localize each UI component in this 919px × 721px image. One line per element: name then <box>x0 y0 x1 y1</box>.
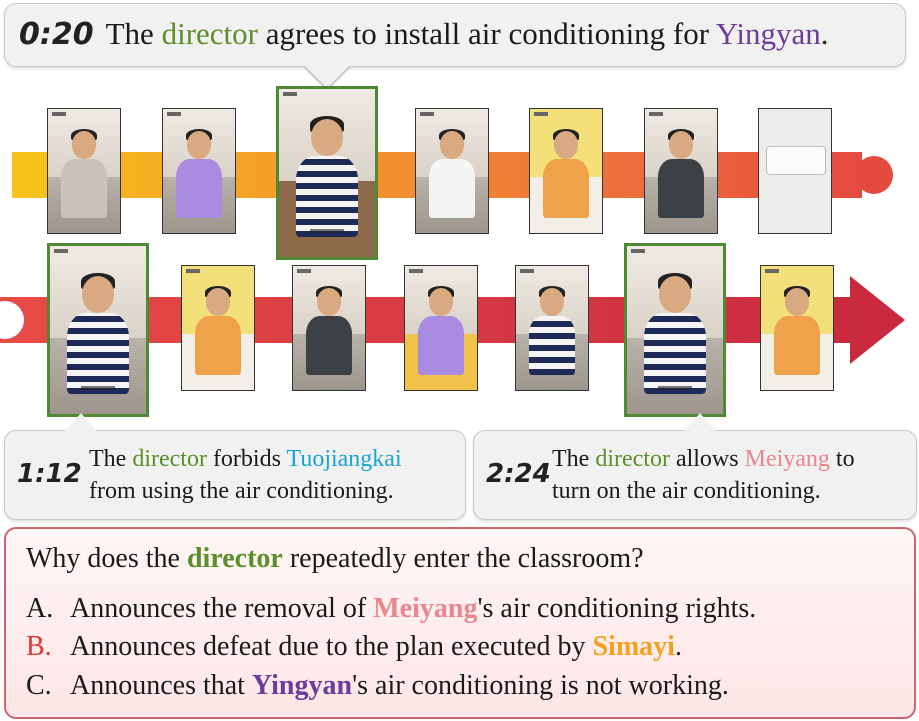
video-frame <box>515 265 589 391</box>
timestamp-1-12: 1:12 <box>17 459 82 489</box>
video-frame <box>644 108 718 234</box>
yingyan-name: Yingyan <box>715 16 821 51</box>
text-segment: Announces that <box>70 670 252 701</box>
tuojiangkai-name: Tuojiangkai <box>286 446 402 472</box>
video-frame-highlighted <box>276 86 378 260</box>
option-letter-correct: B. <box>26 631 52 662</box>
option-a[interactable]: A. Announces the removal of Meiyang's air… <box>26 593 756 625</box>
text-segment: Announces defeat due to the plan execute… <box>70 631 593 662</box>
right-event-text: The director allows Meiyang to turn on t… <box>552 443 855 507</box>
text-segment: agrees to install air conditioning for <box>257 16 716 51</box>
question-text: Why does the director repeatedly enter t… <box>26 543 644 575</box>
video-frame <box>181 265 255 391</box>
video-frame-highlighted <box>47 243 149 417</box>
video-frame <box>292 265 366 391</box>
option-letter: C. <box>26 670 52 701</box>
left-event-callout: 1:12 The director forbids Tuojiangkai fr… <box>4 413 466 520</box>
director-name: director <box>595 446 670 472</box>
text-segment: 's air conditioning rights. <box>477 593 757 624</box>
yingyan-name: Yingyan <box>251 670 353 701</box>
text-segment: to <box>829 446 855 472</box>
video-frame <box>404 265 478 391</box>
text-segment: The <box>89 446 133 472</box>
video-frame <box>162 108 236 234</box>
meiyang-name: Meiyang <box>373 593 478 624</box>
left-event-text: The director forbids Tuojiangkai from us… <box>89 443 402 507</box>
video-frame-air-conditioner <box>758 108 832 234</box>
timeline-connector-cap <box>855 156 893 194</box>
text-segment: The <box>552 446 596 472</box>
option-b[interactable]: B. Announces defeat due to the plan execu… <box>26 631 682 663</box>
video-frame <box>47 108 121 234</box>
director-name: director <box>161 16 258 51</box>
option-letter: A. <box>26 593 54 624</box>
video-frame-highlighted <box>624 243 726 417</box>
left-event-line2: from using the air conditioning. <box>89 478 394 504</box>
text-segment: repeatedly enter the classroom? <box>282 543 644 574</box>
text-segment: The <box>105 16 162 51</box>
callout-pointer <box>684 413 716 431</box>
meiyang-name: Meiyang <box>744 446 830 472</box>
right-event-callout: 2:24 The director allows Meiyang to turn… <box>473 413 917 520</box>
director-name: director <box>132 446 207 472</box>
text-segment: allows <box>669 446 745 472</box>
timestamp-0-20: 0:20 <box>19 17 94 52</box>
text-segment: 's air conditioning is not working. <box>352 670 729 701</box>
video-frame <box>415 108 489 234</box>
text-segment: Why does the <box>26 543 187 574</box>
text-segment: forbids <box>206 446 287 472</box>
text-segment: Announces the removal of <box>70 593 374 624</box>
video-frame <box>529 108 603 234</box>
simayi-name: Simayi <box>592 631 675 662</box>
video-frame <box>760 265 834 391</box>
callout-pointer <box>65 413 97 431</box>
text-segment: . <box>820 16 829 51</box>
option-c[interactable]: C. Announces that Yingyan's air condition… <box>26 670 729 702</box>
question-box: Why does the director repeatedly enter t… <box>4 527 916 719</box>
top-event-callout: 0:20 The director agrees to install air c… <box>4 3 906 91</box>
top-event-text: 0:20 The director agrees to install air c… <box>19 16 829 52</box>
timestamp-2-24: 2:24 <box>486 459 551 489</box>
right-event-line2: turn on the air conditioning. <box>552 478 821 504</box>
callout-pointer <box>305 66 349 88</box>
director-name: director <box>186 543 283 574</box>
text-segment: . <box>674 631 682 662</box>
timeline-arrowhead <box>850 276 905 364</box>
